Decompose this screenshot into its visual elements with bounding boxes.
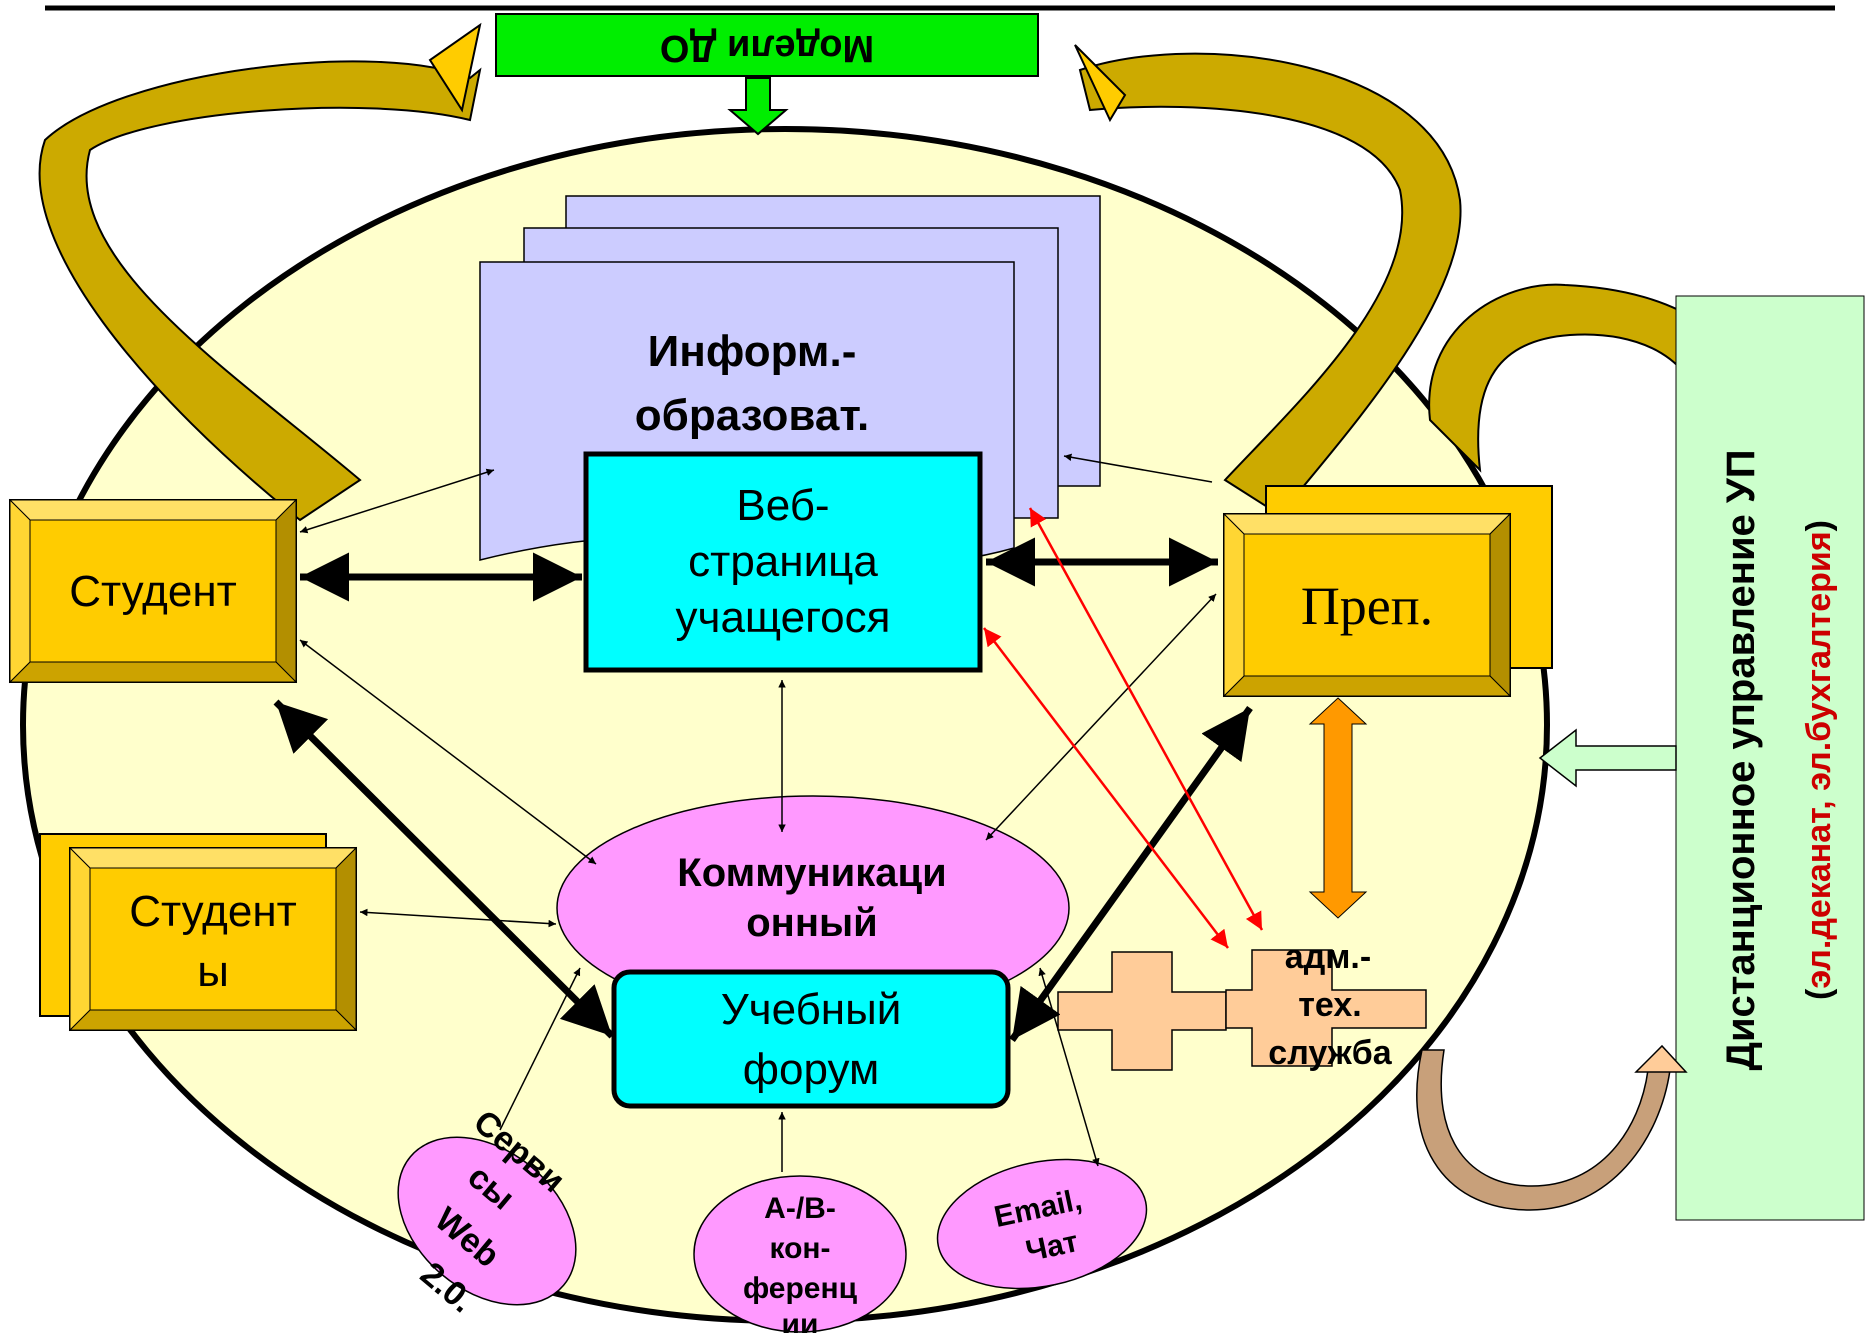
av-line1: А-/В- bbox=[764, 1192, 836, 1225]
remote-line2-close: ) bbox=[1800, 520, 1838, 531]
forum-box: Учебный форум bbox=[611, 969, 1011, 1109]
web-page-line2: страница bbox=[688, 537, 878, 586]
av-line3: ференц bbox=[743, 1272, 858, 1305]
av-line2: кон- bbox=[769, 1232, 830, 1265]
remote-uturn-arrowhead bbox=[1634, 1044, 1688, 1073]
student-info-link bbox=[299, 468, 495, 534]
forum-line2: форум bbox=[743, 1045, 879, 1094]
web2-services: Серви сы Web 2.0. bbox=[397, 1103, 577, 1320]
student-box: Студент bbox=[8, 498, 298, 684]
models-label: Модели ДО bbox=[660, 27, 874, 69]
teacher-label: Преп. bbox=[1301, 576, 1433, 636]
communication-ellipse: Коммуникаци онный bbox=[556, 795, 1070, 1021]
remote-uturn-arrow bbox=[1416, 1049, 1671, 1211]
remote-line2-red: эл.деканат, эл.бухгалтерия bbox=[1800, 531, 1838, 988]
left-curved-arrowhead bbox=[428, 22, 482, 113]
web-admin-link bbox=[983, 627, 1229, 949]
info-block-line1: Информ.- bbox=[648, 327, 857, 376]
teacher-box: Преп. bbox=[1222, 485, 1553, 698]
admin-line3: служба bbox=[1268, 1034, 1392, 1072]
models-bar: Модели ДО bbox=[495, 13, 1039, 77]
communication-line2: онный bbox=[746, 901, 878, 945]
av-conference: А-/В- кон- ференц ии bbox=[693, 1175, 907, 1333]
student-comm-link bbox=[299, 639, 597, 865]
communication-line1: Коммуникаци bbox=[677, 851, 946, 895]
web-page-box: Веб- страница учащегося bbox=[583, 451, 983, 673]
web-page-line3: учащегося bbox=[676, 593, 891, 642]
models-down-arrow bbox=[727, 77, 789, 136]
panel-to-ellipse-arrow bbox=[1538, 728, 1677, 788]
teacher-info-link bbox=[1063, 453, 1213, 483]
web-page-line1: Веб- bbox=[736, 481, 829, 530]
remote-line1: Дистанционное управление УП bbox=[1719, 449, 1763, 1070]
info-block-line2: образоват. bbox=[635, 391, 869, 440]
remote-management-panel: Дистанционное управление УП (эл.деканат,… bbox=[1675, 295, 1865, 1221]
av-line4: ии bbox=[782, 1308, 819, 1333]
students-comm-link bbox=[359, 908, 557, 928]
teacher-admin-arrow bbox=[1308, 697, 1368, 919]
remote-line2-open: ( bbox=[1800, 988, 1838, 1000]
email-comm-link bbox=[1038, 967, 1100, 1167]
students-box: Студент ы bbox=[39, 833, 358, 1032]
admin-line1: адм.- bbox=[1285, 938, 1371, 976]
forum-line1: Учебный bbox=[721, 985, 902, 1034]
students-line1: Студент bbox=[129, 887, 297, 936]
admin-line2: тех. bbox=[1298, 986, 1361, 1024]
web2-comm-link bbox=[499, 967, 581, 1131]
right-curved-arrowhead bbox=[1074, 44, 1127, 123]
email-chat: Email, Чат bbox=[936, 1158, 1148, 1290]
remote-line2: (эл.деканат, эл.бухгалтерия) bbox=[1800, 520, 1838, 1000]
students-line2: ы bbox=[197, 947, 229, 996]
student-label: Студент bbox=[69, 567, 237, 616]
